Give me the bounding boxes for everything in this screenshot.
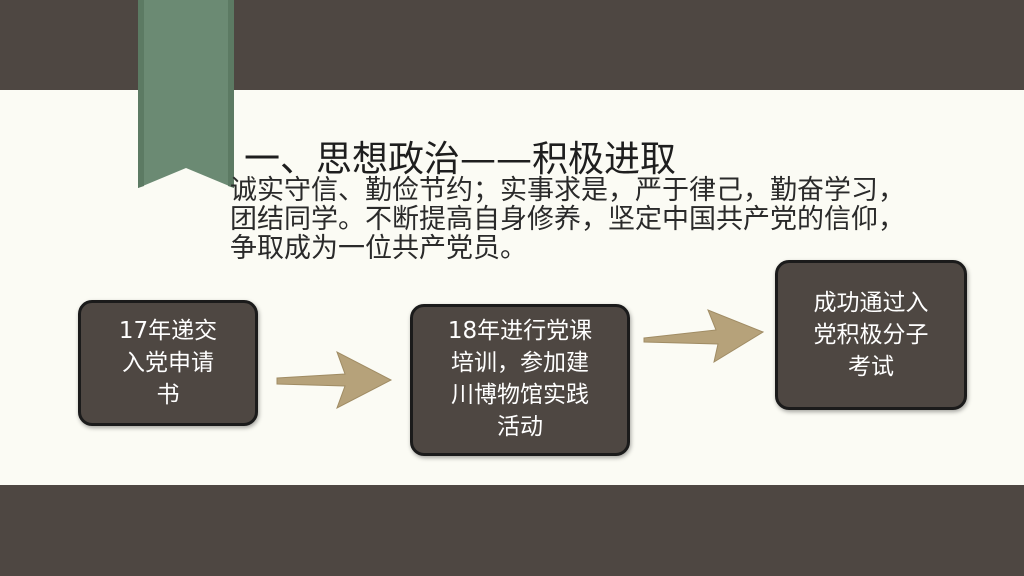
description-line: 争取成为一位共产党员。: [230, 233, 527, 264]
step-box-application: 17年递交 入党申请 书: [78, 300, 258, 426]
right-arrow-icon: [276, 350, 393, 410]
description-line: 诚实守信、勤俭节约；实事求是，严于律己，勤奋学习，: [230, 175, 905, 206]
step-text-line: 成功通过入: [813, 290, 929, 316]
step-box-activist-exam: 成功通过入 党积极分子 考试: [775, 260, 967, 410]
slide-title: 一、思想政治——积极进取: [244, 139, 677, 180]
step-text-line: 入党申请: [122, 350, 214, 376]
step-text-line: 18年进行党课: [447, 318, 593, 344]
step-text-line: 17年递交: [118, 318, 218, 344]
step-text-line: 活动: [497, 414, 543, 440]
step-text-line: 书: [156, 382, 180, 408]
slide-description: 诚实守信、勤俭节约；实事求是，严于律己，勤奋学习， 团结同学。不断提高自身修养，…: [230, 176, 990, 263]
step-box-party-training: 18年进行党课 培训，参加建 川博物馆实践 活动: [410, 304, 630, 456]
step-text-line: 川博物馆实践: [451, 382, 589, 408]
bottom-band: [0, 485, 1024, 576]
bookmark-ribbon-icon: [138, 0, 234, 188]
step-text-line: 党积极分子: [813, 322, 929, 348]
description-line: 团结同学。不断提高自身修养，坚定中国共产党的信仰，: [230, 204, 905, 235]
step-text-line: 培训，参加建: [451, 350, 589, 376]
step-text-line: 考试: [848, 354, 894, 380]
right-arrow-icon: [643, 309, 765, 364]
